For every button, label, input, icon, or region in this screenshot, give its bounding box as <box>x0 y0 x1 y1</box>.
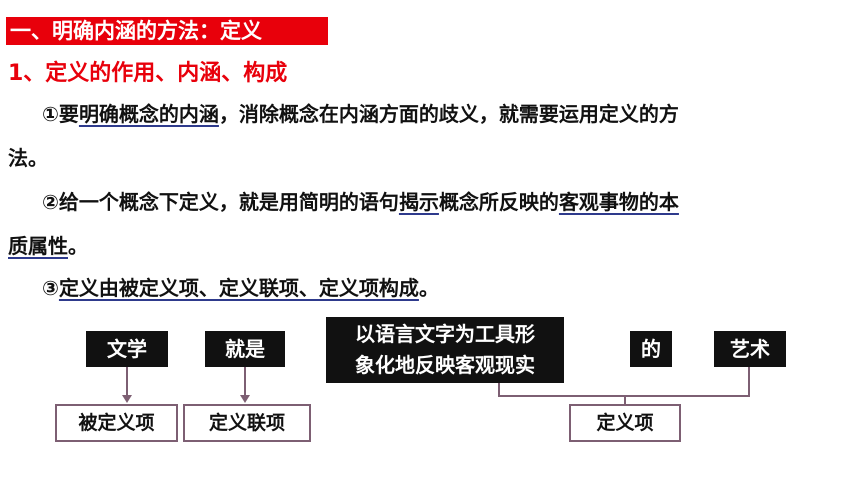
p3-prefix: ③ <box>42 276 59 300</box>
p2-mid: 概念所反映的 <box>438 190 559 214</box>
copula-connector-line <box>244 367 246 397</box>
paragraph-1: ①要明确概念的内涵，消除概念在内涵方面的歧义，就需要运用定义的方 法。 <box>8 92 858 180</box>
p1-rest: ，消除概念在内涵方面的歧义，就需要运用定义的方 <box>218 102 679 126</box>
p3-end: 。 <box>418 276 439 300</box>
p2-underline-attribute: 质属性 <box>8 234 68 258</box>
definiens-line-2: 象化地反映客观现实 <box>355 353 535 377</box>
bracket-center-line <box>624 395 626 405</box>
term-connector-line <box>126 367 128 397</box>
bracket-left-line <box>498 383 500 397</box>
p2-end: 。 <box>68 234 88 258</box>
subtitle: 1、定义的作用、内涵、构成 <box>8 61 288 86</box>
paragraph-3: ③定义由被定义项、定义联项、定义项构成。 <box>8 266 858 310</box>
bracket-right-line <box>748 367 750 397</box>
p1-prefix: ①要 <box>42 102 79 126</box>
copula-box: 就是 <box>205 331 285 367</box>
particle-box: 的 <box>630 331 672 367</box>
p2-underline-reveal: 揭示 <box>398 190 439 214</box>
section-title: 一、明确内涵的方法：定义 <box>6 17 328 45</box>
paragraph-2: ②给一个概念下定义，就是用简明的语句揭示概念所反映的客观事物的本 质属性。 <box>8 180 858 268</box>
definiens-box: 以语言文字为工具形 象化地反映客观现实 <box>326 317 564 383</box>
label-defined-term: 被定义项 <box>55 404 178 442</box>
p2-prefix: ②给一个概念下定义，就是用简明的语句 <box>42 190 399 214</box>
label-definiens: 定义项 <box>569 404 681 442</box>
label-copula: 定义联项 <box>183 404 311 442</box>
genus-box: 艺术 <box>714 331 786 367</box>
p1-line2: 法。 <box>8 146 48 170</box>
p1-underlined: 明确概念的内涵 <box>78 102 219 126</box>
term-arrow-icon <box>122 395 132 403</box>
p2-underline-objective: 客观事物的本 <box>558 190 679 214</box>
definiens-line-1: 以语言文字为工具形 <box>355 322 535 346</box>
copula-arrow-icon <box>240 395 250 403</box>
term-box: 文学 <box>86 331 168 367</box>
p3-underlined: 定义由被定义项、定义联项、定义项构成 <box>58 276 419 300</box>
